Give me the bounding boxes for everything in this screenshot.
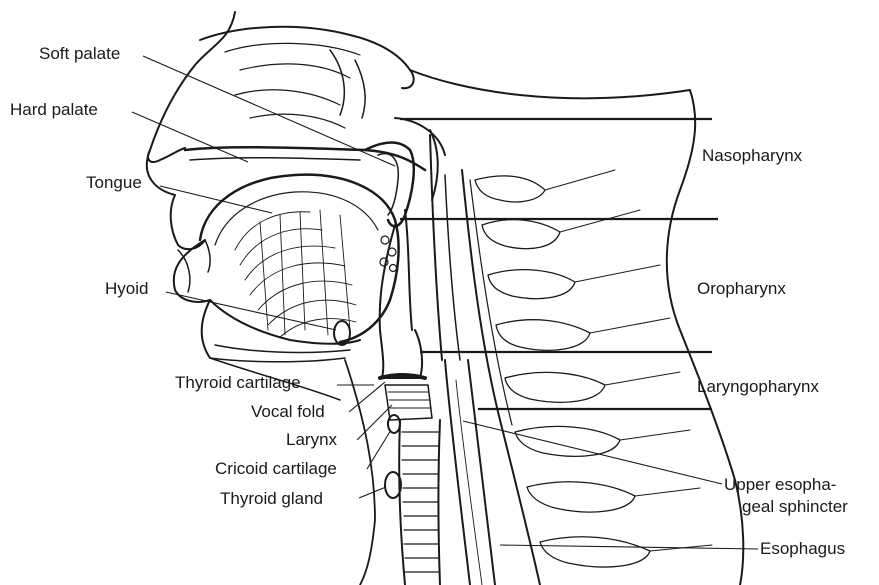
cricoid-cartilage [388,415,400,433]
leader-hyoid [166,292,336,330]
leader-esophagus [500,545,758,549]
label-hyoid: Hyoid [105,280,148,297]
pharynx-wall [430,135,442,360]
vertebrae [475,176,650,567]
leader-tongue [160,186,272,213]
face-profile [147,150,210,358]
label-thyroid-gland: Thyroid gland [220,490,323,507]
label-upper-esophageal-sphincter-line1: Upper esopha- [724,476,836,493]
leader-thyroid-gland [359,487,386,498]
label-esophagus: Esophagus [760,540,845,557]
label-soft-palate: Soft palate [39,45,120,62]
skull-outline [148,12,235,162]
label-thyroid-cartilage: Thyroid cartilage [175,374,301,391]
label-hard-palate: Hard palate [10,101,98,118]
label-nasopharynx: Nasopharynx [702,147,802,164]
thyroid-cartilage [380,330,422,378]
tongue [200,175,399,342]
label-vocal-fold: Vocal fold [251,403,325,420]
nasal-cavity-top [200,27,414,88]
label-cricoid-cartilage: Cricoid cartilage [215,460,337,477]
label-tongue: Tongue [86,174,142,191]
label-larynx: Larynx [286,431,337,448]
leader-vocal-fold [349,382,385,412]
label-laryngopharynx: Laryngopharynx [697,378,819,395]
label-oropharynx: Oropharynx [697,280,786,297]
leader-cricoid-cartilage [367,430,391,469]
label-upper-esophageal-sphincter-line2: geal sphincter [742,498,848,515]
